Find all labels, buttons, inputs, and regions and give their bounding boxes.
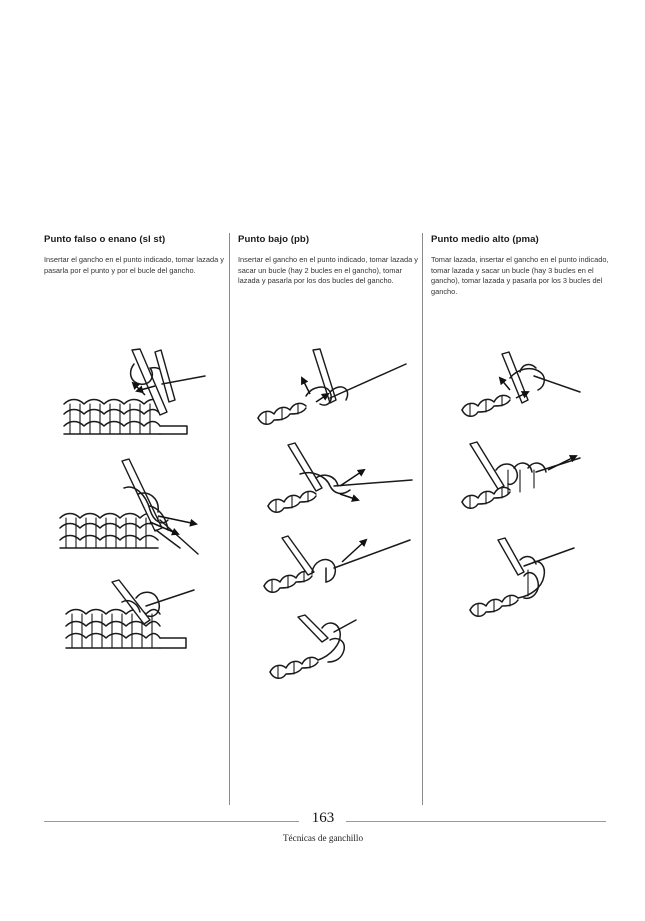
column-divider-2 — [422, 233, 423, 805]
footer-rule-left — [44, 821, 299, 822]
slip-stitch-step-2-illustration — [59, 458, 199, 555]
section-title: Técnicas de ganchillo — [282, 833, 364, 843]
column-slip-stitch: Punto falso o enano (sl st) Insertar el … — [44, 234, 230, 276]
column-single-crochet: Punto bajo (pb) Insertar el gancho en el… — [238, 234, 424, 287]
half-double-crochet-title: Punto medio alto (pma) — [431, 234, 539, 245]
single-crochet-step-4-illustration — [269, 614, 357, 679]
half-double-step-2-illustration — [461, 441, 581, 509]
slip-stitch-step-1-illustration — [63, 348, 206, 435]
single-crochet-title: Punto bajo (pb) — [238, 234, 310, 245]
footer-rule-right — [346, 821, 606, 822]
column-half-double-crochet: Punto medio alto (pma) Tomar lazada, ins… — [431, 234, 617, 297]
single-crochet-step-1-illustration — [257, 348, 407, 425]
page-number: 163 — [311, 810, 335, 826]
column-divider-1 — [229, 233, 230, 805]
half-double-crochet-instructions: Tomar lazada, insertar el gancho en el p… — [431, 255, 609, 296]
slip-stitch-instructions: Insertar el gancho en el punto indicado,… — [44, 255, 224, 275]
slip-stitch-step-3-illustration — [65, 579, 195, 649]
single-crochet-step-3-illustration — [263, 535, 411, 593]
slip-stitch-title: Punto falso o enano (sl st) — [44, 234, 166, 245]
single-crochet-instructions: Insertar el gancho en el punto indicado,… — [238, 255, 418, 286]
half-double-step-3-illustration — [469, 537, 575, 617]
half-double-step-1-illustration — [461, 351, 581, 417]
single-crochet-step-2-illustration — [267, 442, 413, 513]
